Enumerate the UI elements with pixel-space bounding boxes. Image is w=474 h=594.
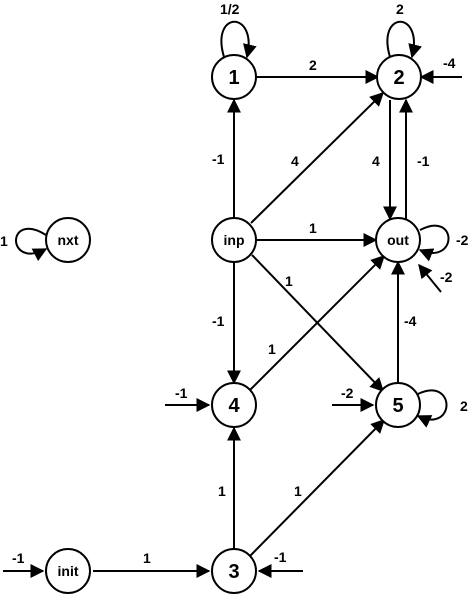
- edge-inp-n2: [250, 92, 384, 224]
- node-nxt: nxt: [45, 217, 91, 263]
- label-inp-n2: 4: [291, 153, 299, 169]
- label-n1-self: 1/2: [220, 1, 240, 17]
- svg-text:5: 5: [392, 395, 403, 417]
- svg-text:4: 4: [228, 395, 240, 417]
- label-inp-n1: -1: [212, 151, 225, 167]
- label-out-in: -2: [440, 269, 453, 285]
- edge-n1-self: [220, 20, 257, 59]
- label-inp-n5: 1: [285, 273, 293, 289]
- node-init: init: [45, 548, 91, 594]
- label-out-self: -2: [456, 232, 469, 248]
- label-init-in: -1: [12, 550, 25, 566]
- label-n5-self: 2: [460, 398, 468, 414]
- edge-out-in: [418, 263, 442, 293]
- svg-text:1: 1: [228, 67, 239, 89]
- label-n5-out: -4: [404, 313, 417, 329]
- label-n3-n4: 1: [218, 483, 226, 499]
- node-5: 5: [375, 382, 421, 428]
- svg-text:inp: inp: [224, 232, 245, 248]
- label-out-n2: -1: [417, 153, 430, 169]
- label-init-n3: 1: [143, 550, 151, 566]
- label-n2-self: 2: [396, 1, 404, 17]
- label-inp-out: 1: [309, 220, 317, 236]
- edge-n5-self: [416, 389, 448, 428]
- label-n3-in: -1: [274, 549, 287, 565]
- edge-n4-out: [249, 255, 385, 391]
- label-n3-n5: 1: [294, 483, 302, 499]
- node-3: 3: [211, 548, 257, 594]
- svg-text:out: out: [387, 232, 409, 248]
- node-inp: inp: [211, 217, 257, 263]
- label-nxt-self: 1: [0, 233, 8, 249]
- label-n4-out: 1: [268, 341, 276, 357]
- svg-text:2: 2: [393, 67, 404, 89]
- svg-text:3: 3: [228, 561, 239, 583]
- edge-out-self: [418, 224, 450, 262]
- node-4: 4: [211, 382, 257, 428]
- label-n2-out: 4: [372, 153, 380, 169]
- svg-text:init: init: [58, 563, 79, 579]
- label-n4-in: -1: [175, 385, 188, 401]
- node-2: 2: [376, 54, 422, 100]
- label-n5-in: -2: [341, 385, 354, 401]
- label-n1-n2: 2: [309, 57, 317, 73]
- edge-n2-self: [386, 20, 422, 59]
- node-out: out: [375, 217, 421, 263]
- node-1: 1: [211, 54, 257, 100]
- edge-nxt-self: [15, 227, 48, 262]
- svg-text:nxt: nxt: [58, 232, 79, 248]
- label-inp-n4: -1: [212, 313, 225, 329]
- label-n2-in: -4: [443, 55, 456, 71]
- edge-n3-n5: [249, 419, 385, 557]
